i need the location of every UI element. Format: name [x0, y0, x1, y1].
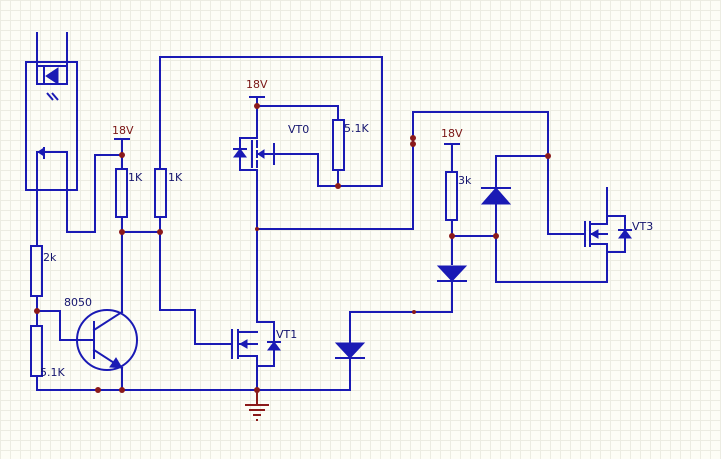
optocoupler	[25, 32, 78, 191]
diode-mid	[436, 265, 468, 282]
resistor-3k	[445, 171, 458, 221]
label-2k: 2k	[43, 251, 57, 264]
diode-vt3-gate	[480, 187, 512, 205]
mosfet-vt3	[584, 187, 632, 283]
transistor-8050	[59, 309, 138, 371]
diode-bottom	[334, 342, 366, 359]
resistor-5k1-top	[332, 119, 345, 171]
label-5k1-top: 5.1K	[344, 122, 369, 135]
label-5k1-bottom: 5.1K	[40, 366, 65, 379]
resistor-1k-b	[154, 168, 167, 218]
ground-symbol	[245, 390, 269, 421]
label-vt0: VT0	[288, 123, 309, 136]
mosfet-vt1	[231, 321, 281, 367]
label-18v-mid: 18V	[246, 78, 268, 91]
label-8050: 8050	[64, 296, 92, 309]
label-3k: 3k	[458, 174, 472, 187]
mosfet-vt0	[233, 105, 319, 171]
label-vt1: VT1	[276, 328, 297, 341]
label-1k-a: 1K	[128, 171, 143, 184]
label-1k-b: 1K	[168, 171, 183, 184]
resistor-1k-a	[115, 168, 128, 218]
label-18v-right: 18V	[441, 127, 463, 140]
resistor-2k	[30, 245, 43, 297]
label-18v-left: 18V	[112, 124, 134, 137]
label-vt3: VT3	[632, 220, 653, 233]
junction-dots	[34, 103, 551, 393]
